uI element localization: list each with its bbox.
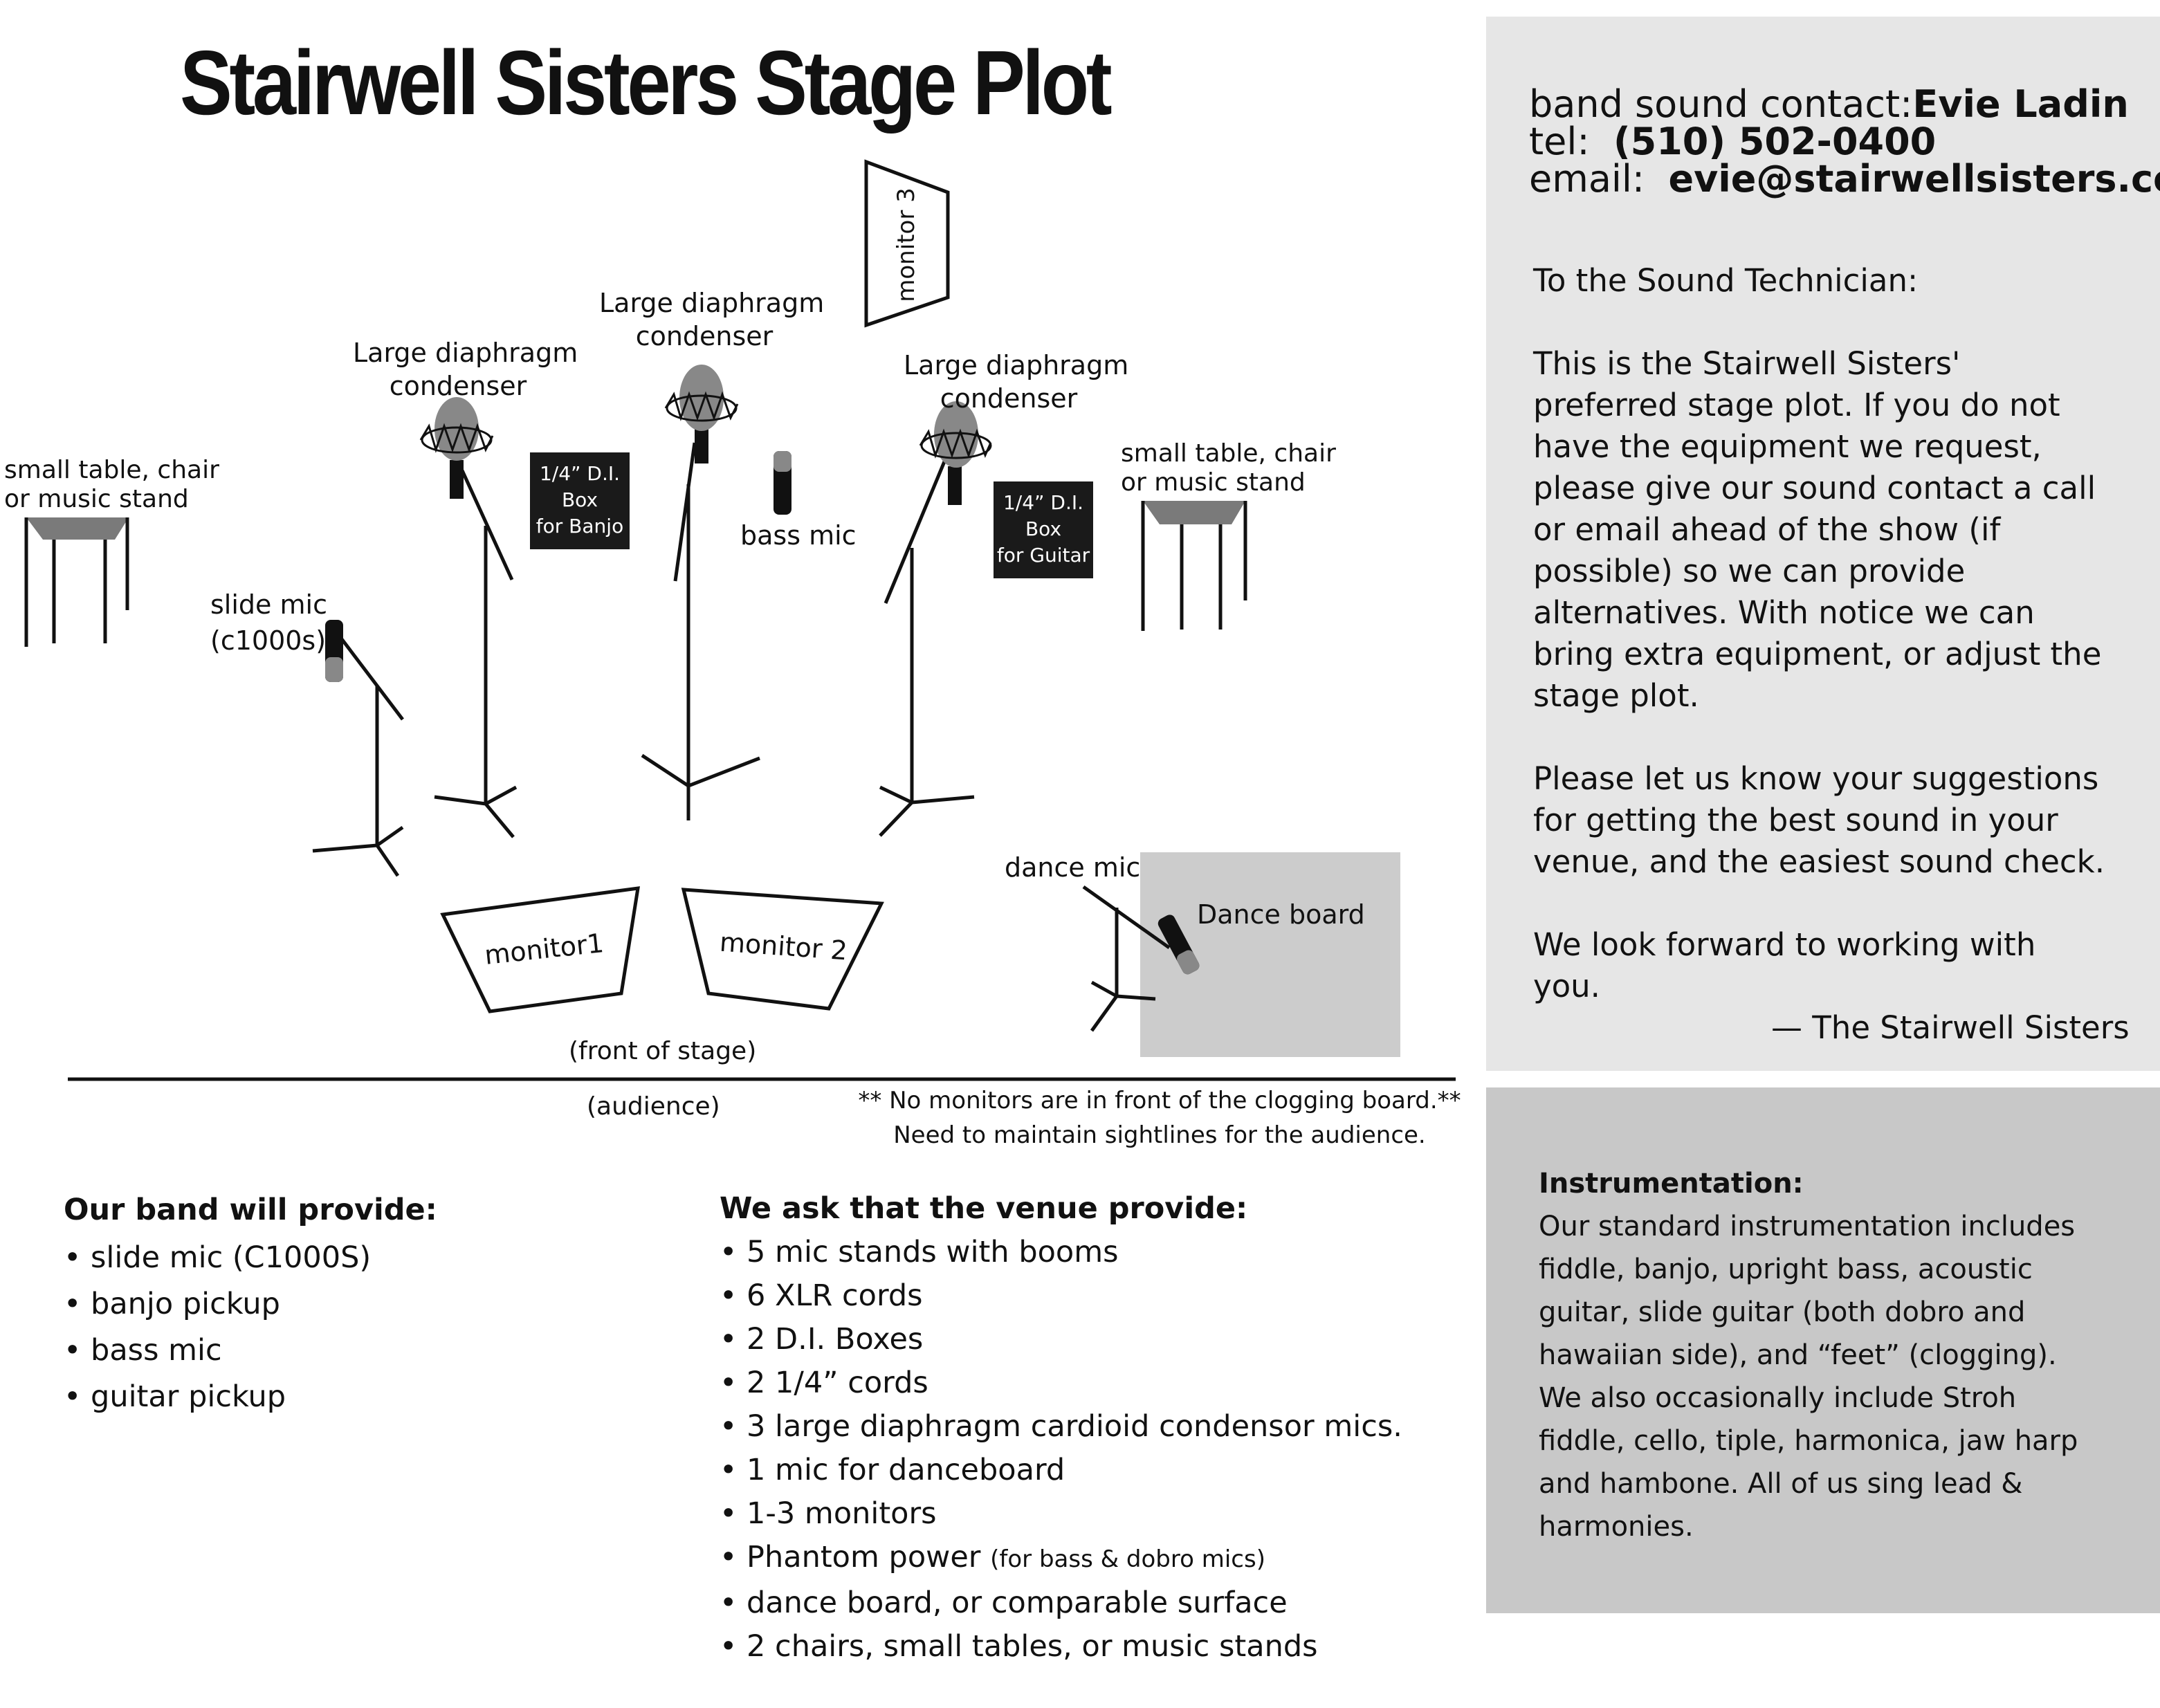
letter-paragraph: We look forward to working with you. — [1533, 926, 2036, 1004]
contact-block: band sound contact:Evie Ladin tel: (510)… — [1529, 86, 2160, 198]
condenser-center-stand — [641, 365, 760, 820]
contact-panel — [1486, 17, 2160, 1071]
instrumentation-block: Instrumentation: Our standard instrument… — [1539, 1162, 2106, 1548]
table-right-top — [1143, 501, 1245, 524]
list-item: • guitar pickup — [64, 1379, 286, 1414]
list-item: • 6 XLR cords — [720, 1278, 923, 1313]
audience-label: (audience) — [587, 1092, 720, 1121]
list-item: • 5 mic stands with booms — [720, 1235, 1119, 1269]
monitor-note: ** No monitors are in front of the clogg… — [858, 1087, 1461, 1149]
table-right — [1141, 501, 1247, 631]
front-of-stage-label: (front of stage) — [569, 1037, 757, 1065]
letter: To the Sound Technician: This is the Sta… — [1533, 260, 2107, 1049]
venue-provides-heading: We ask that the venue provide: — [720, 1191, 1248, 1226]
instrumentation-text: Our standard instrumentation includes fi… — [1539, 1211, 2078, 1543]
instrumentation-heading: Instrumentation: — [1539, 1168, 1804, 1200]
list-item: • Phantom power (for bass & dobro mics) — [720, 1540, 1265, 1574]
list-item: • dance board, or comparable surface — [720, 1586, 1288, 1620]
slide-mic-label: slide mic(c1000s) — [210, 589, 327, 656]
dance-mic-label: dance mic — [1005, 852, 1141, 883]
list-item: • 3 large diaphragm cardioid condensor m… — [720, 1409, 1402, 1444]
list-item: • 1 mic for danceboard — [720, 1453, 1065, 1487]
table-left-top — [26, 517, 129, 540]
list-item: • slide mic (C1000S) — [64, 1240, 372, 1275]
letter-paragraph: Please let us know your suggestions for … — [1533, 760, 2105, 880]
venue-provides: We ask that the venue provide: • 5 mic s… — [720, 1187, 1402, 1669]
condenser-left-stand — [419, 397, 518, 838]
monitor-3-label: monitor 3 — [893, 187, 920, 302]
monitor-1 — [440, 886, 640, 1013]
condenser-right-stand — [879, 401, 992, 837]
letter-signoff: — The Stairwell Sisters — [1771, 1009, 2130, 1046]
table-left — [24, 517, 129, 647]
list-item: • 2 D.I. Boxes — [720, 1322, 924, 1357]
instrumentation-panel — [1486, 1087, 2160, 1613]
di-box-banjo — [530, 452, 630, 549]
list-item: • 1-3 monitors — [720, 1496, 937, 1531]
contact-line: band sound contact:Evie Ladin — [1529, 82, 2129, 126]
email-line: email: evie@stairwellsisters.com — [1529, 157, 2160, 201]
bass-mic — [774, 451, 791, 515]
list-item: • bass mic — [64, 1333, 222, 1368]
dance-board-label: Dance board — [1197, 899, 1365, 930]
monitor-3 — [864, 159, 950, 328]
list-item: • 2 chairs, small tables, or music stand… — [720, 1629, 1318, 1664]
letter-paragraph: This is the Stairwell Sisters' preferred… — [1533, 345, 2102, 714]
bass-mic-label: bass mic — [740, 520, 857, 551]
page-title: Stairwell Sisters Stage Plot — [180, 32, 1113, 134]
band-provides-heading: Our band will provide: — [64, 1193, 437, 1227]
band-provides: Our band will provide: • slide mic (C100… — [64, 1188, 437, 1420]
list-item: • 2 1/4” cords — [720, 1366, 928, 1400]
slide-mic-stand — [312, 620, 404, 877]
letter-salutation: To the Sound Technician: — [1533, 262, 1919, 299]
di-box-guitar — [994, 481, 1093, 578]
stage-diagram — [24, 159, 1456, 1081]
tel-line: tel: (510) 502-0400 — [1529, 120, 1937, 163]
dance-mic-stand — [1082, 885, 1200, 1032]
monitor-2 — [681, 888, 884, 1011]
list-item: • banjo pickup — [64, 1287, 280, 1321]
